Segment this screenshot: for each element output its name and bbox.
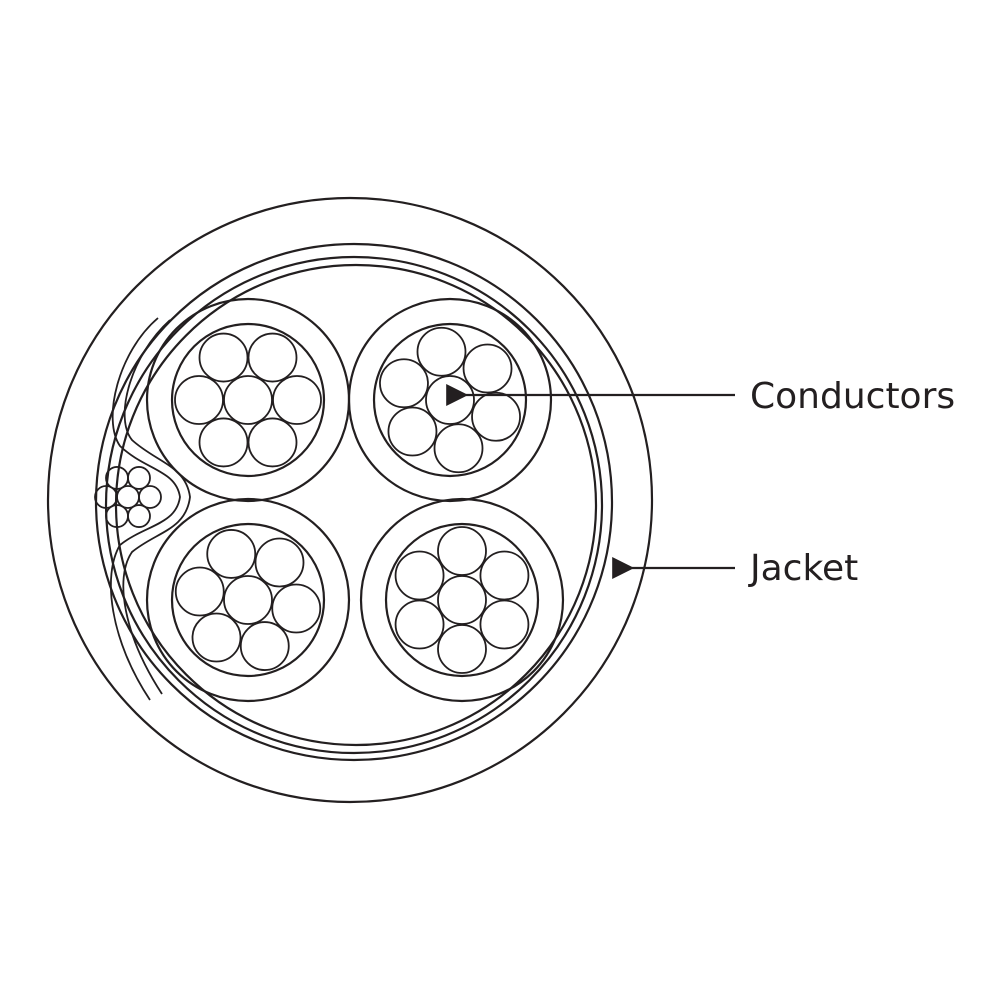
drain-wire bbox=[94, 317, 191, 701]
pair-insulation-inner bbox=[384, 522, 540, 678]
conductor-strand bbox=[479, 550, 530, 601]
conductor-pair-2 bbox=[347, 297, 553, 503]
conductor-strand bbox=[198, 332, 249, 383]
shield bbox=[104, 255, 604, 755]
drain-strand bbox=[138, 485, 162, 509]
conductor-strand bbox=[437, 526, 487, 576]
conductor-strand bbox=[387, 406, 438, 457]
conductor-pair-4 bbox=[359, 497, 565, 703]
conductor-strand bbox=[479, 599, 530, 650]
conductor-strand bbox=[425, 375, 475, 425]
conductor-pair-1 bbox=[145, 297, 351, 503]
conductor-groups bbox=[145, 297, 565, 703]
shield-outer-ring bbox=[104, 255, 604, 755]
drain-wire-wrap-outer bbox=[110, 317, 181, 701]
drain-wire-strands bbox=[94, 466, 162, 528]
conductor-strand bbox=[223, 575, 273, 625]
pair-insulation-inner bbox=[372, 322, 528, 478]
callout-jacket: Jacket bbox=[612, 548, 858, 589]
jacket-label: Jacket bbox=[748, 548, 858, 589]
conductor-strand bbox=[198, 417, 249, 468]
conductor-strand bbox=[206, 529, 257, 579]
conductor-strand bbox=[272, 375, 322, 425]
drain-strand bbox=[94, 485, 118, 509]
pair-insulation-outer bbox=[347, 297, 553, 503]
conductor-strand bbox=[247, 417, 298, 468]
conductor-strand bbox=[394, 550, 445, 601]
conductor-strand bbox=[239, 621, 290, 671]
pair-insulation-outer bbox=[145, 297, 351, 503]
drain-strand bbox=[127, 504, 151, 528]
conductor-strand bbox=[416, 326, 467, 377]
conductors-label: Conductors bbox=[750, 376, 955, 417]
conductor-strand bbox=[394, 599, 445, 650]
jacket-outer-ring bbox=[46, 196, 654, 804]
conductor-strand bbox=[379, 358, 429, 409]
drain-strand bbox=[105, 504, 129, 528]
conductor-strand bbox=[433, 423, 484, 474]
conductor-strand bbox=[223, 375, 273, 425]
callout-conductors: Conductors bbox=[446, 376, 955, 417]
jacket-inner-ring bbox=[94, 242, 614, 762]
conductor-strand bbox=[471, 391, 521, 442]
conductor-strand bbox=[174, 566, 225, 617]
conductor-strand bbox=[174, 375, 224, 425]
conductor-strand bbox=[254, 537, 305, 588]
pair-insulation-inner bbox=[170, 322, 326, 478]
conductor-strand bbox=[247, 332, 298, 383]
conductor-strand bbox=[191, 612, 242, 663]
conductor-strand bbox=[271, 583, 322, 634]
drain-strand bbox=[127, 466, 151, 490]
pair-insulation-inner bbox=[170, 522, 326, 678]
conductor-strand bbox=[437, 624, 487, 674]
pair-insulation-outer bbox=[145, 497, 351, 703]
drain-wire-wrap-inner bbox=[122, 319, 191, 695]
conductor-pair-3 bbox=[145, 497, 351, 703]
pair-insulation-outer bbox=[359, 497, 565, 703]
conductor-strand bbox=[462, 343, 513, 394]
conductor-strand bbox=[437, 575, 487, 625]
